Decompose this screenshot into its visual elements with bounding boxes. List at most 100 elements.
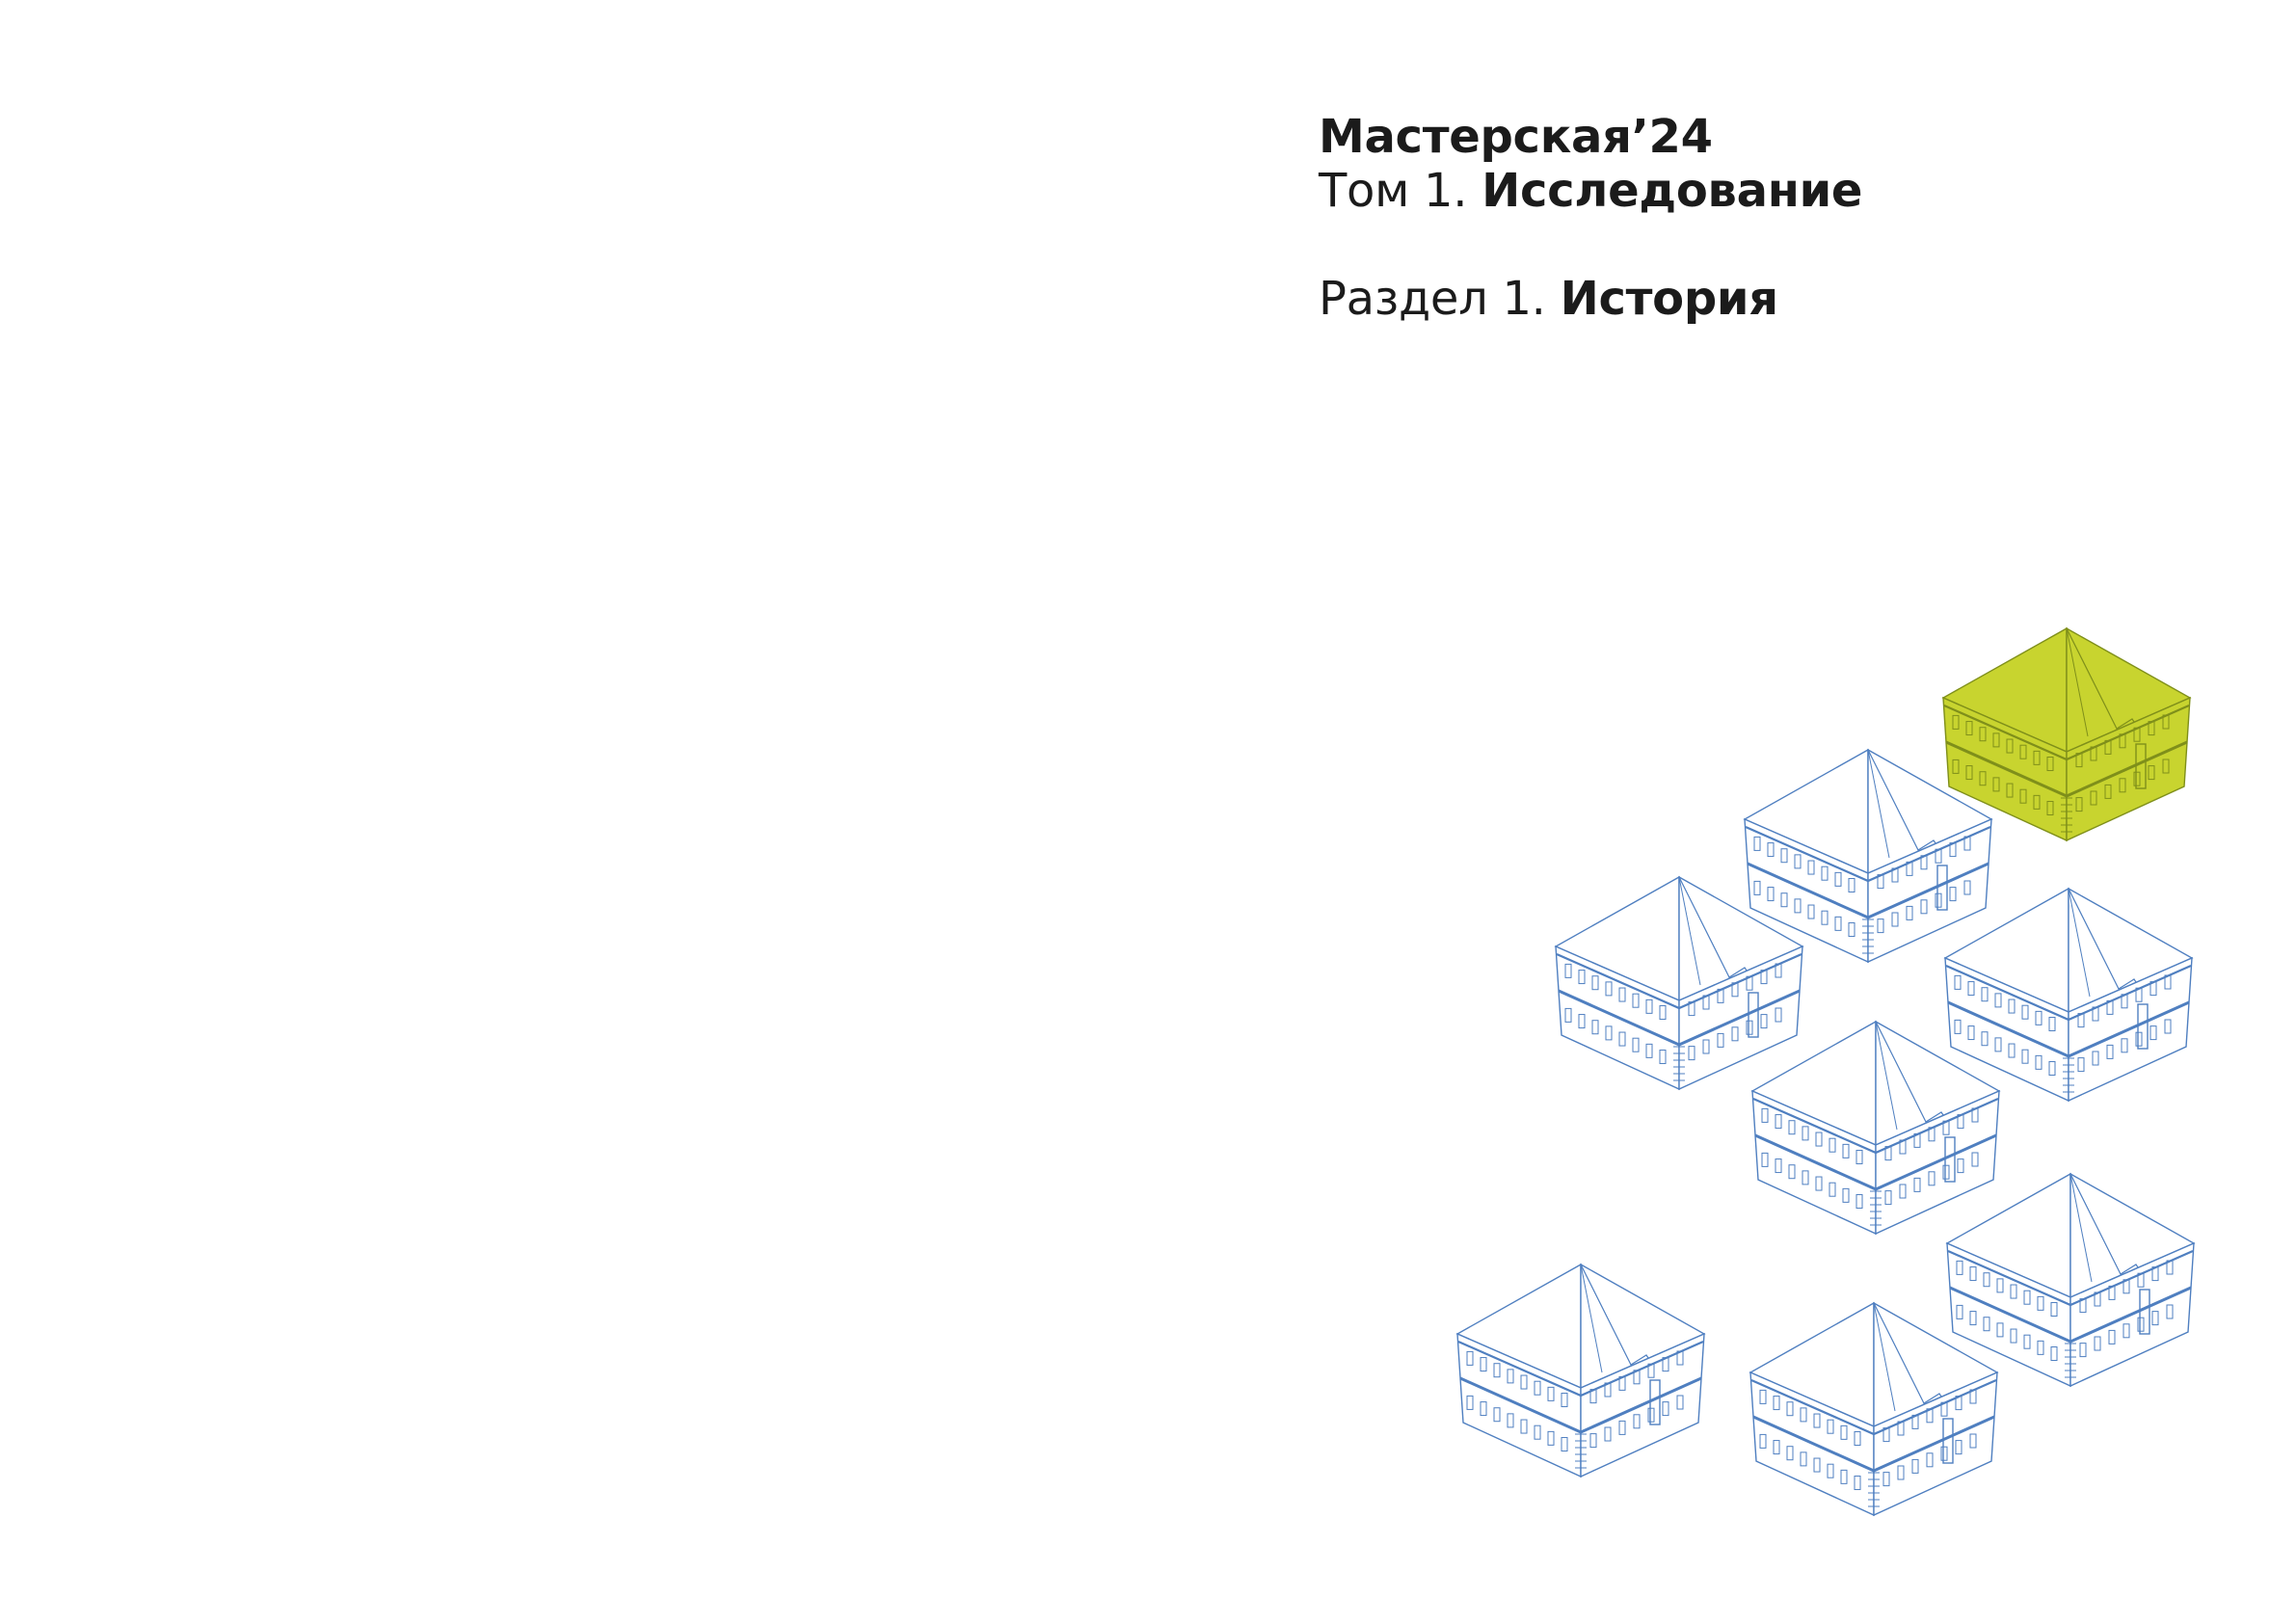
window bbox=[2119, 733, 2126, 749]
window bbox=[1992, 777, 2000, 792]
window bbox=[1971, 1152, 1979, 1167]
window bbox=[1794, 854, 1802, 869]
project-title: Мастерская’24 bbox=[1319, 110, 1713, 164]
window bbox=[2094, 1336, 2101, 1351]
window bbox=[1981, 987, 1989, 1002]
window bbox=[1591, 1020, 1599, 1035]
window bbox=[2092, 1006, 2099, 1022]
window bbox=[1969, 1311, 1977, 1326]
window bbox=[1604, 1382, 1612, 1398]
window bbox=[2048, 1017, 2056, 1032]
window bbox=[1815, 1131, 1823, 1147]
window bbox=[2075, 753, 2083, 768]
window bbox=[1605, 981, 1613, 997]
window bbox=[1578, 970, 1586, 985]
window bbox=[1534, 1424, 1541, 1440]
window bbox=[1911, 1458, 1919, 1474]
roof-hip bbox=[1873, 1302, 1896, 1412]
section-prefix: Раздел 1. bbox=[1319, 272, 1546, 326]
window bbox=[1645, 1043, 1653, 1058]
window bbox=[2149, 981, 2157, 997]
window bbox=[1963, 836, 1971, 851]
window bbox=[1676, 1395, 1684, 1410]
window bbox=[2121, 1038, 2128, 1053]
window bbox=[2077, 1057, 2085, 1073]
window bbox=[2148, 721, 2155, 736]
window bbox=[1802, 1126, 1809, 1141]
window bbox=[1493, 1407, 1501, 1423]
window bbox=[1992, 732, 2000, 748]
window bbox=[1827, 1419, 1834, 1434]
window bbox=[1788, 1164, 1796, 1180]
window bbox=[1899, 1139, 1907, 1155]
window bbox=[1994, 1037, 2002, 1052]
window bbox=[1906, 861, 1913, 876]
window bbox=[1800, 1407, 1807, 1423]
window bbox=[2035, 1054, 2042, 1070]
window bbox=[2006, 738, 2014, 754]
window bbox=[1507, 1413, 1514, 1428]
window bbox=[1802, 1170, 1809, 1185]
window bbox=[2021, 1004, 2029, 1020]
window bbox=[2104, 784, 2112, 799]
window bbox=[1633, 1370, 1641, 1385]
window bbox=[1981, 1031, 1989, 1047]
entrance bbox=[1649, 1379, 1661, 1425]
window bbox=[2037, 1295, 2044, 1311]
window bbox=[1717, 988, 1724, 1003]
window bbox=[1688, 1046, 1695, 1061]
floor-band bbox=[1949, 1286, 2192, 1344]
window bbox=[1780, 892, 1788, 908]
window bbox=[1564, 963, 1572, 978]
roof-hip bbox=[2066, 627, 2089, 737]
floor-band bbox=[1558, 989, 1801, 1047]
window bbox=[1788, 1120, 1796, 1135]
title-block: Мастерская’24 Том 1. Исследование Раздел… bbox=[1319, 110, 2186, 326]
window bbox=[1965, 721, 1973, 736]
window bbox=[2162, 759, 2170, 774]
window bbox=[1935, 848, 1942, 864]
window bbox=[2008, 1043, 2016, 1058]
window bbox=[2023, 1290, 2031, 1305]
window bbox=[1813, 1413, 1821, 1428]
building bbox=[1554, 875, 1804, 1091]
window bbox=[1882, 1472, 1890, 1487]
volume-prefix: Том 1. bbox=[1319, 164, 1468, 218]
window bbox=[1834, 871, 1842, 887]
floor-band bbox=[1752, 1415, 1995, 1473]
window bbox=[2104, 739, 2112, 755]
window bbox=[2033, 794, 2041, 810]
window bbox=[2079, 1343, 2087, 1358]
window bbox=[1949, 887, 1957, 902]
building bbox=[1943, 887, 2194, 1103]
window bbox=[2092, 1051, 2099, 1066]
window bbox=[1855, 1194, 1863, 1210]
window bbox=[2050, 1302, 2058, 1318]
window bbox=[1952, 714, 1960, 730]
window bbox=[1967, 981, 1975, 997]
window bbox=[1731, 1026, 1739, 1042]
window bbox=[1775, 1007, 1782, 1023]
buildings-illustration bbox=[1427, 617, 2217, 1542]
building bbox=[1455, 1263, 1706, 1478]
window bbox=[1815, 1176, 1823, 1191]
window bbox=[1983, 1272, 1990, 1288]
window bbox=[1759, 1433, 1767, 1449]
window bbox=[1753, 880, 1761, 895]
window bbox=[1957, 1114, 1964, 1130]
floor-band bbox=[1754, 1133, 1997, 1191]
window bbox=[1618, 1031, 1626, 1047]
window bbox=[1688, 1001, 1695, 1017]
window bbox=[2090, 790, 2097, 806]
window bbox=[2148, 765, 2155, 781]
window bbox=[1466, 1350, 1474, 1366]
window bbox=[1761, 1152, 1769, 1167]
window bbox=[1952, 759, 1960, 774]
window bbox=[2121, 994, 2128, 1009]
window bbox=[1928, 1171, 1936, 1186]
window bbox=[1702, 1039, 1710, 1054]
window bbox=[1662, 1357, 1669, 1372]
window bbox=[1940, 1401, 1948, 1417]
window bbox=[1547, 1430, 1555, 1446]
window bbox=[1647, 1407, 1655, 1423]
